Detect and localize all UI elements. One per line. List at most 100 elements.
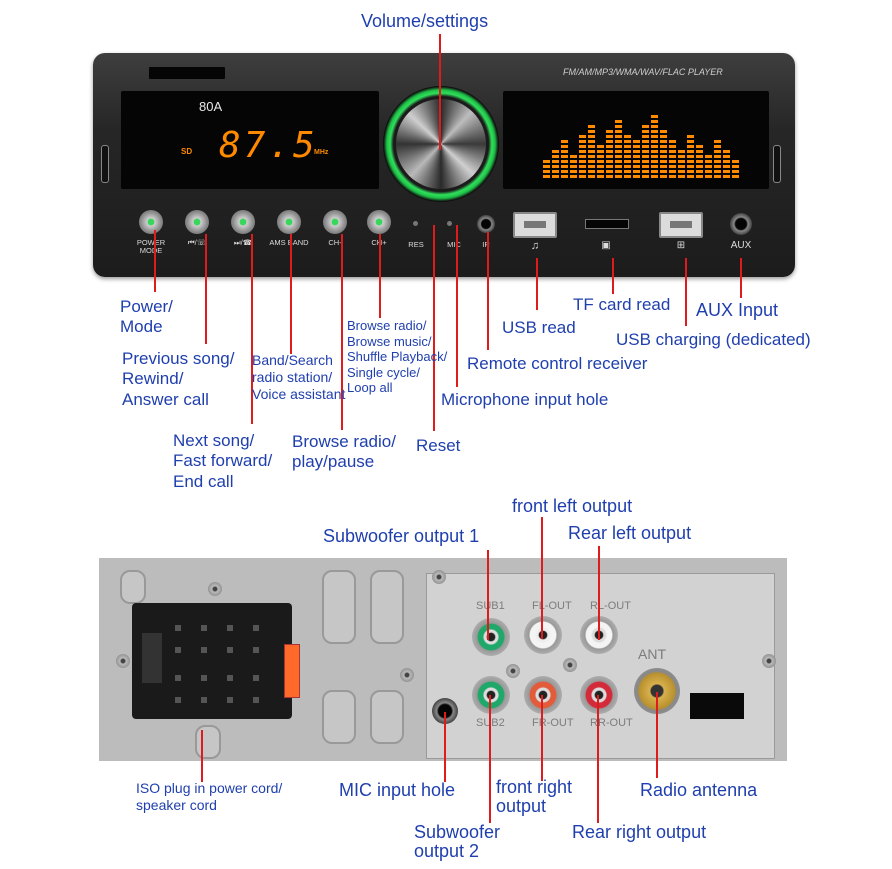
label-tf-card-read: TF card read	[573, 295, 671, 314]
ams-band-button[interactable]	[277, 210, 301, 234]
iso-pin	[253, 697, 259, 703]
iso-pin	[227, 697, 233, 703]
leader-sub2	[489, 695, 491, 823]
power-mode-caption: POWER MODE	[136, 238, 166, 255]
screw-icon	[208, 582, 222, 596]
previous-button[interactable]	[185, 210, 209, 234]
disc-slot	[149, 67, 225, 79]
leader-ir	[487, 232, 489, 350]
fr-output[interactable]	[524, 676, 562, 714]
iso-pin	[201, 675, 207, 681]
fr-out-caption: FR-OUT	[532, 717, 574, 729]
fl-out-caption: FL-OUT	[532, 600, 572, 612]
volume-knob[interactable]	[396, 99, 486, 189]
leader-sub1	[487, 550, 489, 640]
usb-read-port[interactable]	[513, 212, 557, 238]
label-power-mode: Power/ Mode	[120, 297, 173, 337]
label-subwoofer-output-2: Subwoofer output 2	[414, 822, 501, 861]
mount-tab	[370, 570, 404, 644]
iso-pin	[201, 647, 207, 653]
leader-reset	[433, 225, 435, 431]
ir-receiver	[477, 215, 495, 233]
iso-pin	[175, 647, 181, 653]
fl-output[interactable]	[524, 616, 562, 654]
label-browse-music: Browse radio/ Browse music/ Shuffle Play…	[347, 318, 448, 396]
lcd-display: 80A SD 87.5 MHz	[121, 91, 379, 189]
previous-caption: ⏮/☏	[187, 238, 207, 247]
sub1-output[interactable]	[472, 618, 510, 656]
leader-aux	[740, 258, 742, 298]
ir-caption: IR	[482, 240, 490, 249]
iso-pin	[227, 675, 233, 681]
leader-tf	[612, 258, 614, 294]
aux-jack[interactable]	[730, 213, 752, 235]
label-mic-input-hole: MIC input hole	[339, 780, 456, 800]
leader-mic-input	[444, 712, 446, 782]
aux-caption: AUX	[730, 240, 752, 251]
ch-plus-button[interactable]	[367, 210, 391, 234]
spectrum-display	[503, 91, 769, 189]
leader-iso	[201, 730, 203, 782]
label-browse-radio-play: Browse radio/ play/pause	[292, 432, 396, 472]
rr-out-caption: RR-OUT	[590, 717, 633, 729]
tf-card-slot[interactable]	[585, 219, 629, 229]
music-note-icon: ♫	[530, 240, 540, 252]
mount-tab	[195, 725, 221, 759]
ch-minus-button[interactable]	[323, 210, 347, 234]
label-front-right-output: front right output	[496, 777, 573, 816]
screw-icon	[432, 570, 446, 584]
next-caption: ⏭/☎	[233, 238, 253, 247]
leader-band	[290, 234, 292, 354]
battery-icon: ⊞	[676, 240, 686, 251]
ant-caption: ANT	[638, 646, 666, 662]
leader-mic	[456, 225, 458, 387]
iso-pin	[253, 647, 259, 653]
next-button[interactable]	[231, 210, 255, 234]
label-rear-right-output: Rear right output	[572, 822, 707, 842]
usb-charging-port[interactable]	[659, 212, 703, 238]
leader-volume	[439, 34, 441, 150]
spectrum-analyzer-icon	[543, 115, 739, 178]
leader-usb-charge	[685, 258, 687, 326]
sub2-output[interactable]	[472, 676, 510, 714]
screw-icon	[400, 668, 414, 682]
leader-rl	[598, 546, 600, 640]
rr-output[interactable]	[580, 676, 618, 714]
label-usb-read: USB read	[502, 318, 576, 337]
leader-usb-read	[536, 258, 538, 310]
iso-pin	[253, 625, 259, 631]
label-microphone-input: Microphone input hole	[441, 390, 609, 409]
iso-pin	[201, 697, 207, 703]
sub1-caption: SUB1	[476, 600, 505, 612]
label-next-song: Next song/ Fast forward/ End call	[173, 431, 273, 491]
iso-pin	[201, 625, 207, 631]
mount-tab	[370, 690, 404, 744]
screw-icon	[762, 654, 776, 668]
label-front-left-output: front left output	[512, 496, 633, 516]
right-release-slot	[773, 145, 781, 183]
label-band-search: Band/Search radio station/ Voice assista…	[252, 352, 346, 402]
label-iso-plug: ISO plug in power cord/ speaker cord	[136, 780, 283, 813]
front-panel: 80A SD 87.5 MHz FM/AM/MP3/WMA/WAV/FLAC P…	[93, 53, 795, 277]
iso-pin	[227, 625, 233, 631]
mic-caption: MIC	[447, 240, 461, 249]
mount-tab	[322, 570, 356, 644]
iso-pin	[175, 625, 181, 631]
res-caption: RES	[408, 240, 424, 249]
power-mode-button[interactable]	[139, 210, 163, 234]
lcd-frequency: 87.5	[219, 125, 318, 166]
label-subwoofer-output-1: Subwoofer output 1	[323, 526, 480, 546]
folder-icon: ▣	[601, 240, 611, 251]
iso-pin	[175, 675, 181, 681]
mic-hole	[447, 221, 452, 226]
fuse	[284, 644, 300, 698]
ch-minus-caption: CH-	[328, 238, 342, 247]
label-plate	[690, 693, 744, 719]
leader-fr	[541, 695, 543, 781]
label-reset: Reset	[416, 436, 461, 455]
reset-hole[interactable]	[413, 221, 418, 226]
label-volume-settings: Volume/settings	[361, 11, 489, 31]
leader-next	[251, 234, 253, 424]
label-aux-input: AUX Input	[696, 300, 779, 320]
iso-connector[interactable]	[132, 603, 292, 719]
